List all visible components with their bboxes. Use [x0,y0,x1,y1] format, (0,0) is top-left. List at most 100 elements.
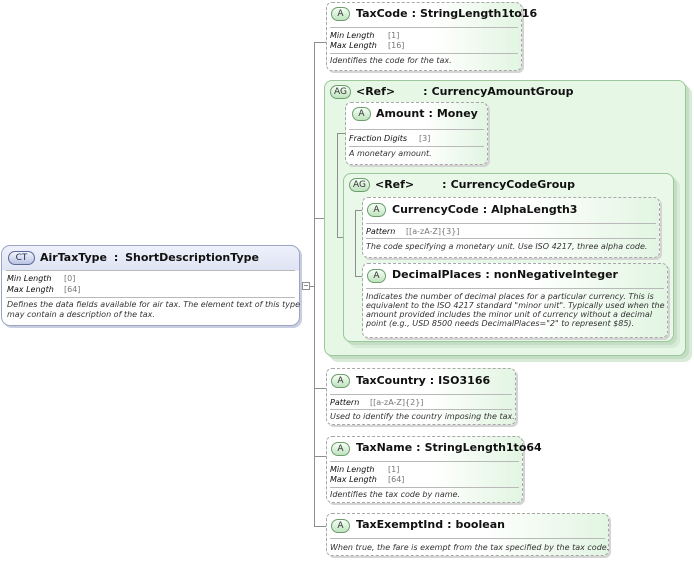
facet-value: [16] [388,41,405,50]
divider [330,27,518,28]
attribute-type: StringLength1to16 [419,7,538,20]
divider [330,394,512,395]
attribute-taxname[interactable]: A TaxName:StringLength1to64 Min Length [… [326,436,542,503]
documentation: A monetary amount. [349,149,432,158]
documentation: Used to identify the country imposing th… [330,412,515,421]
attribute-name: CurrencyCode [392,203,479,216]
facet-value: [64] [64,285,81,294]
documentation-line: point (e.g., USD 8500 needs DecimalPlace… [366,319,635,328]
attribute-type: StringLength1to64 [424,441,542,454]
attribute-group-currency-amount-group[interactable]: AG <Ref>:CurrencyAmountGroup A Amount:Mo… [324,80,686,356]
separator: : [482,203,488,216]
connector-trunk [314,42,315,526]
complex-type-icon: CT [8,251,35,265]
facet-label: Max Length [7,285,54,294]
ref-label: <Ref> [356,85,396,98]
documentation: The code specifying a monetary unit. Use… [366,242,648,251]
attribute-name: TaxName [356,441,413,454]
divider [330,538,605,539]
attribute-icon: A [331,7,350,21]
attribute-type: boolean [455,518,505,531]
group-connector-amount [337,133,345,134]
attribute-amount[interactable]: A Amount:Money Fraction Digits [3] A mon… [345,102,488,165]
documentation-line: Indicates the number of decimal places f… [366,292,654,301]
attribute-icon: A [352,107,371,121]
separator: : [442,178,447,191]
group-connector-trunk [337,133,338,237]
attribute-taxcode[interactable]: A TaxCode:StringLength1to16 Min Length [… [326,2,537,71]
attribute-group-title: <Ref>:CurrencyCodeGroup [375,178,575,191]
divider [6,270,295,271]
attribute-group-title: <Ref>:CurrencyAmountGroup [356,85,573,98]
attribute-title: Amount:Money [376,107,478,120]
facet-label: Min Length [330,465,375,474]
attribute-title: DecimalPlaces:nonNegativeInteger [392,268,618,281]
attribute-title: TaxExemptInd:boolean [356,518,505,531]
divider [330,53,518,54]
attribute-type: Money [436,107,478,120]
facet-label: Max Length [330,475,377,484]
facet-label: Min Length [330,31,375,40]
facet-value: [1] [388,31,400,40]
attribute-decimalplaces[interactable]: A DecimalPlaces:nonNegativeInteger Indic… [362,263,668,338]
attribute-title: CurrencyCode:AlphaLength3 [392,203,577,216]
attribute-group-icon: AG [330,85,351,99]
separator: : [429,374,435,387]
documentation: Identifies the tax code by name. [330,490,460,499]
separator: : [485,268,490,281]
separator: : [416,441,421,454]
attribute-name: TaxExemptInd [356,518,444,531]
connector-taxexemptind [314,526,326,527]
facet-value: [64] [388,475,405,484]
facet-label: Max Length [330,41,377,50]
complex-type-title: AirTaxType : ShortDescriptionType [40,251,259,264]
attribute-type: ISO3166 [438,374,491,387]
complex-type-name: AirTaxType [40,251,108,264]
connector-taxcode [314,42,326,43]
documentation: Identifies the code for the tax. [330,56,452,65]
facet-value: [0] [64,274,76,283]
divider [366,238,656,239]
attribute-group-icon: AG [349,178,370,192]
facet-label: Fraction Digits [349,134,408,143]
facet-value: [[a-zA-Z]{3}] [406,227,460,236]
attribute-group-type: CurrencyAmountGroup [431,85,574,98]
documentation-line: may contain a description of the tax. [7,310,155,319]
separator: : [447,518,452,531]
facet-label: Pattern [366,227,396,236]
attribute-title: TaxCountry:ISO3166 [356,374,490,387]
divider [6,297,295,298]
divider [349,129,484,130]
attribute-group-currency-code-group[interactable]: AG <Ref>:CurrencyCodeGroup A CurrencyCod… [343,173,674,342]
attribute-taxcountry[interactable]: A TaxCountry:ISO3166 Pattern [[a-zA-Z]{2… [326,368,516,425]
attribute-name: DecimalPlaces [392,268,482,281]
attribute-name: TaxCode [356,7,408,20]
divider [366,223,656,224]
attribute-icon: A [367,203,386,217]
attribute-title: TaxName:StringLength1to64 [356,441,542,454]
attribute-icon: A [331,374,350,388]
attribute-icon: A [367,269,386,283]
divider [330,409,512,410]
facet-value: [1] [388,465,400,474]
attribute-icon: A [331,519,350,533]
documentation-line: Defines the data fields available for ai… [7,300,300,309]
facet-label: Pattern [330,398,360,407]
divider [349,146,484,147]
group-connector-decimal-places [355,276,362,277]
attribute-taxexemptind[interactable]: A TaxExemptInd:boolean When true, the fa… [326,513,609,556]
attribute-currencycode[interactable]: A CurrencyCode:AlphaLength3 Pattern [[a-… [362,197,660,258]
divider [330,487,519,488]
group-connector-trunk [355,210,356,276]
attribute-name: TaxCountry [356,374,426,387]
group-connector-currency-code [355,210,362,211]
attribute-type: AlphaLength3 [491,203,578,216]
attribute-icon: A [331,442,350,456]
documentation-line: equivalent to the ISO 4217 standard "min… [366,301,665,310]
attribute-group-type: CurrencyCodeGroup [450,178,575,191]
facet-label: Min Length [7,274,52,283]
connector-taxcountry [314,388,326,389]
separator: : [411,7,416,20]
facet-value: [3] [419,134,431,143]
complex-type-airtaxtype[interactable]: CT AirTaxType : ShortDescriptionType Min… [1,245,300,326]
